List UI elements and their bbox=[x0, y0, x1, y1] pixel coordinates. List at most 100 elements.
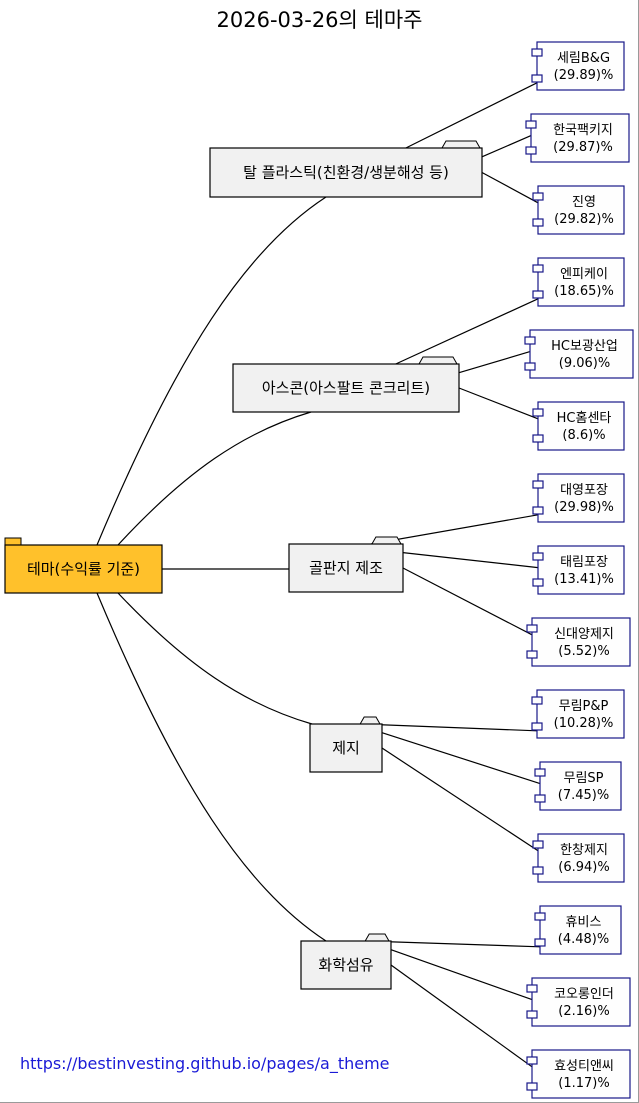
stock-name: 진영 bbox=[572, 195, 596, 210]
edge-root-theme bbox=[117, 411, 312, 546]
component-notch bbox=[526, 624, 538, 633]
stock-node[interactable]: 엔피케이 (18.65)% bbox=[532, 257, 625, 307]
stock-return: (5.52)% bbox=[558, 644, 609, 659]
edge-theme-stock bbox=[402, 567, 533, 636]
component-notch bbox=[526, 650, 538, 659]
stock-return: (29.98)% bbox=[554, 500, 614, 515]
stock-node[interactable]: 코오롱인더(2.16)% bbox=[526, 977, 631, 1027]
stock-return: (2.16)% bbox=[558, 1004, 609, 1019]
footer-link[interactable]: https://bestinvesting.github.io/pages/a_… bbox=[20, 1054, 390, 1074]
stock-return: (9.06)% bbox=[559, 356, 610, 371]
edge-root-theme bbox=[96, 592, 327, 942]
stock-name: HC홈센타 bbox=[557, 411, 612, 426]
stock-node[interactable]: HC보광산업 (9.06)% bbox=[524, 329, 634, 379]
stock-node[interactable]: 대영포장(29.98)% bbox=[532, 473, 625, 523]
edge-theme-stock bbox=[395, 298, 539, 365]
stock-name: 신대양제지 bbox=[554, 627, 614, 642]
stock-return: (4.48)% bbox=[558, 932, 609, 947]
edge-theme-stock bbox=[370, 514, 539, 545]
stock-name: 효성티앤씨 bbox=[554, 1059, 614, 1074]
root-node[interactable]: 테마(수익률 기준) bbox=[4, 537, 163, 594]
stock-name: 휴비스 bbox=[566, 915, 602, 930]
stock-name: 태림포장 bbox=[560, 555, 608, 570]
root-label: 테마(수익률 기준) bbox=[27, 560, 140, 578]
theme-label: 제지 bbox=[332, 739, 360, 757]
component-notch bbox=[532, 408, 544, 417]
theme-label: 골판지 제조 bbox=[309, 559, 383, 577]
edge-theme-stock bbox=[402, 552, 539, 569]
component-notch bbox=[525, 146, 537, 155]
stock-return: (1.17)% bbox=[558, 1076, 609, 1091]
stock-name: 엔피케이 bbox=[560, 267, 608, 282]
stock-node[interactable]: 무림P&P(10.28)% bbox=[531, 689, 625, 739]
edge-theme-stock bbox=[458, 351, 531, 374]
edge-theme-stock bbox=[458, 387, 539, 420]
edge-theme-stock bbox=[405, 82, 538, 149]
component-notch bbox=[531, 74, 543, 83]
component-notch bbox=[532, 264, 544, 273]
component-notch bbox=[526, 1056, 538, 1065]
diagram-title: 2026-03-26의 테마주 bbox=[217, 8, 423, 32]
component-notch bbox=[534, 912, 546, 921]
component-notch bbox=[524, 362, 536, 371]
component-notch bbox=[526, 1010, 538, 1019]
stock-return: (18.65)% bbox=[554, 284, 614, 299]
stock-return: (6.94)% bbox=[558, 860, 609, 875]
component-notch bbox=[532, 866, 544, 875]
edge-root-theme bbox=[117, 592, 313, 725]
component-notch bbox=[531, 48, 543, 57]
edge-theme-stock bbox=[381, 747, 539, 852]
edge-theme-stock bbox=[390, 964, 533, 1068]
component-notch bbox=[531, 696, 543, 705]
component-notch bbox=[531, 722, 543, 731]
stock-node[interactable]: 신대양제지 (5.52)% bbox=[526, 617, 631, 667]
stock-node[interactable]: HC홈센타 (8.6)% bbox=[532, 401, 625, 451]
stock-return: (7.45)% bbox=[558, 788, 609, 803]
stock-return: (13.41)% bbox=[554, 572, 614, 587]
component-notch bbox=[532, 290, 544, 299]
stock-name: 세림B&G bbox=[557, 51, 610, 66]
edge-theme-stock bbox=[481, 135, 532, 158]
stock-name: 무림P&P bbox=[559, 699, 609, 714]
theme-label: 아스콘(아스팔트 콘크리트) bbox=[262, 379, 430, 397]
edge-theme-stock bbox=[390, 949, 533, 1001]
theme-label: 화학섬유 bbox=[318, 956, 373, 974]
edge-theme-stock bbox=[361, 723, 538, 732]
edge-theme-stock bbox=[381, 732, 541, 785]
theme-node[interactable]: 화학섬유 bbox=[300, 933, 392, 990]
stock-name: 한국팩키지 bbox=[553, 123, 613, 138]
component-notch bbox=[532, 552, 544, 561]
stock-node[interactable]: 한국팩키지 (29.87)% bbox=[525, 113, 630, 163]
component-notch bbox=[532, 192, 544, 201]
component-notch bbox=[524, 336, 536, 345]
edge-theme-stock bbox=[365, 940, 541, 948]
component-notch bbox=[534, 768, 546, 777]
stock-node[interactable]: 효성티앤씨 (1.17)% bbox=[526, 1049, 631, 1099]
stock-node[interactable]: 세림B&G (29.89)% bbox=[531, 41, 625, 91]
stock-return: (29.82)% bbox=[554, 212, 614, 227]
theme-label: 탈 플라스틱(친환경/생분해성 등) bbox=[243, 164, 449, 182]
theme-node[interactable]: 제지 bbox=[309, 716, 383, 773]
theme-node[interactable]: 아스콘(아스팔트 콘크리트) bbox=[232, 356, 460, 413]
stock-name: 한창제지 bbox=[560, 843, 608, 858]
theme-node[interactable]: 골판지 제조 bbox=[288, 536, 404, 593]
stock-node[interactable]: 한창제지 (6.94)% bbox=[532, 833, 625, 883]
stock-node[interactable]: 진영 (29.82)% bbox=[532, 185, 625, 235]
stock-return: (29.89)% bbox=[554, 68, 614, 83]
stock-node[interactable]: 휴비스 (4.48)% bbox=[534, 905, 622, 955]
component-notch bbox=[526, 984, 538, 993]
component-notch bbox=[532, 578, 544, 587]
edges bbox=[96, 82, 541, 1068]
stock-name: HC보광산업 bbox=[551, 339, 618, 354]
theme-node[interactable]: 탈 플라스틱(친환경/생분해성 등) bbox=[209, 140, 483, 198]
stock-return: (8.6)% bbox=[562, 428, 605, 443]
component-notch bbox=[534, 794, 546, 803]
edge-theme-stock bbox=[481, 171, 539, 204]
stock-node[interactable]: 태림포장 (13.41)% bbox=[532, 545, 625, 595]
stock-node[interactable]: 무림SP(7.45)% bbox=[534, 761, 622, 811]
stock-return: (29.87)% bbox=[553, 140, 613, 155]
component-notch bbox=[532, 434, 544, 443]
component-notch bbox=[532, 480, 544, 489]
